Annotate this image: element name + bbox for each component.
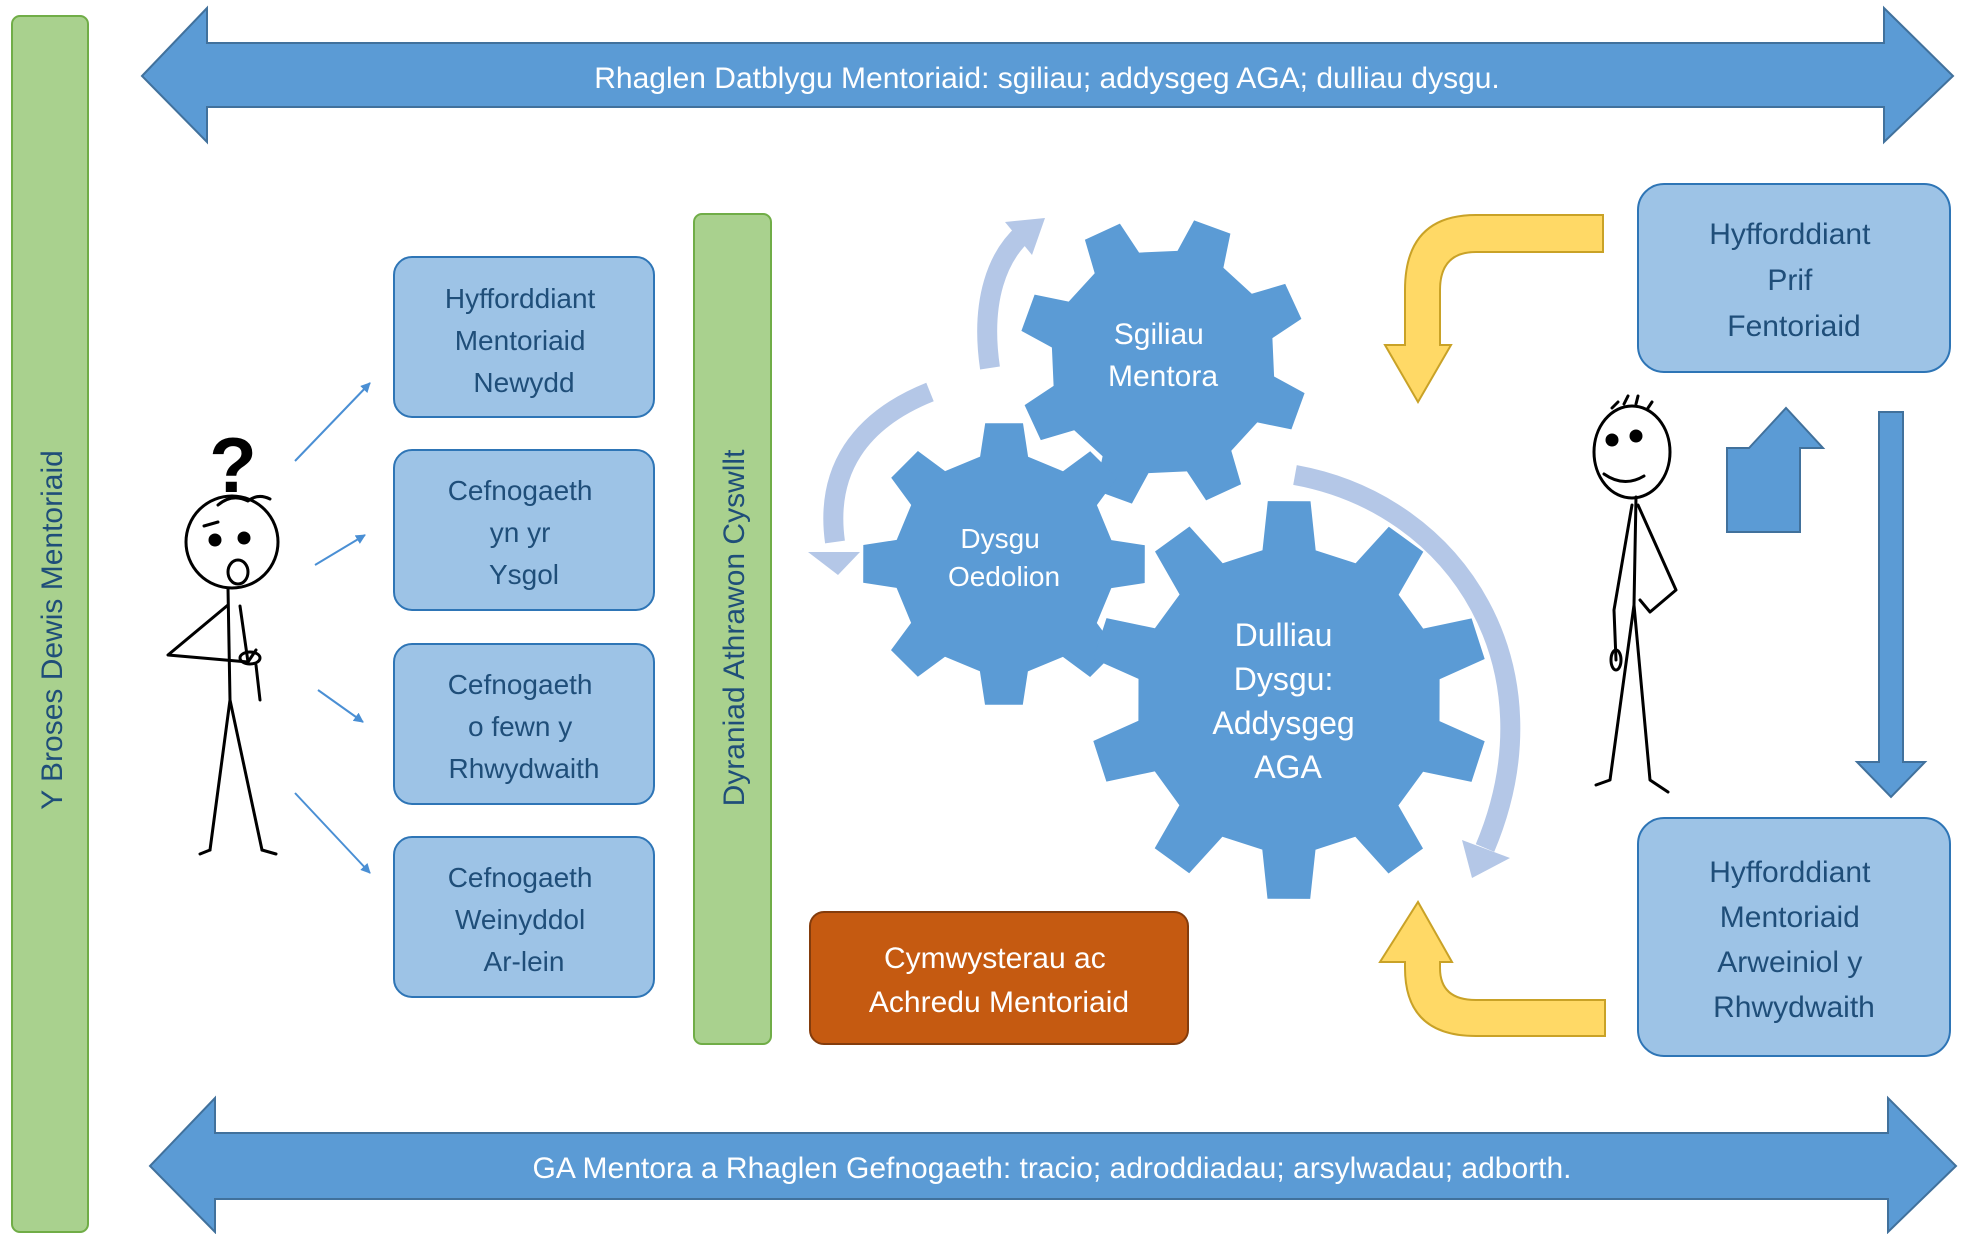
yellow-bent-arrow-bottom <box>1378 900 1606 1037</box>
lead-line: Hyfforddiant <box>1709 218 1871 251</box>
support-box-online-admin: Cefnogaeth Weinyddol Ar-lein <box>393 836 655 998</box>
box-line: Cefnogaeth <box>448 669 593 700</box>
gear-line: Dysgu <box>960 523 1039 554</box>
lead-box-lead-mentor-training: Hyfforddiant Prif Fentoriaid <box>1637 183 1951 373</box>
gear-shape <box>863 423 1145 705</box>
gear-adult-learning <box>863 423 1145 705</box>
box-line: Hyfforddiant <box>445 283 596 314</box>
blue-arrow-down <box>1854 411 1928 799</box>
support-box-in-school: Cefnogaeth yn yr Ysgol <box>393 449 655 611</box>
question-mark: ? <box>209 421 257 509</box>
selection-process-bar: Y Broses Dewis Mentoriaid <box>11 15 89 1233</box>
pointer-arrows <box>294 382 371 874</box>
qualification-line: Cymwysterau ac <box>884 942 1106 975</box>
gear-line: Dysgu: <box>1234 661 1334 697</box>
box-line: Cefnogaeth <box>448 475 593 506</box>
svg-text:Hyfforddiant Prif: Hyfforddiant Prif Fentoriaid <box>1709 218 1879 343</box>
gear-line: Dulliau <box>1235 617 1333 653</box>
svg-text:Hyfforddiant Mentoriaid: Hyfforddiant Mentoriaid Newydd <box>445 283 603 398</box>
qualification-box: Cymwysterau ac Achredu Mentoriaid <box>809 911 1189 1045</box>
cycle-arc-heads <box>808 218 1510 878</box>
support-box-network: Cefnogaeth o fewn y Rhwydwaith <box>393 643 655 805</box>
gear-adult-label: Dysgu Oedolion <box>948 523 1060 592</box>
gear-methods-label: Dulliau Dysgu: Addysgeg AGA <box>1212 617 1363 785</box>
svg-text:Hyfforddiant Mentoriaid: Hyfforddiant Mentoriaid Arweiniol y Rhwy… <box>1709 856 1879 1024</box>
box-line: Ar-lein <box>484 946 565 977</box>
box-line: Mentoriaid <box>455 325 586 356</box>
box-line: yn yr <box>490 517 551 548</box>
lead-box-network-lead-training: Hyfforddiant Mentoriaid Arweiniol y Rhwy… <box>1637 817 1951 1057</box>
allocation-label: Dyraniad Athrawon Cyswllt <box>718 449 751 806</box>
blue-l-arrow-up <box>1726 406 1826 533</box>
lead-line: Hyfforddiant <box>1709 856 1871 889</box>
lead-line: Mentoriaid <box>1720 901 1860 934</box>
svg-text:Cymwysterau ac Achredu M: Cymwysterau ac Achredu Mentoriaid <box>869 942 1129 1019</box>
svg-text:Cefnogaeth Weinyddol: Cefnogaeth Weinyddol Ar-lein <box>448 862 601 977</box>
top-double-arrow: Rhaglen Datblygu Mentoriaid: sgiliau; ad… <box>140 5 1955 145</box>
gear-line: Addysgeg <box>1212 705 1354 741</box>
gear-shape <box>1021 220 1305 504</box>
bottom-double-arrow: GA Mentora a Rhaglen Gefnogaeth: tracio;… <box>148 1095 1958 1234</box>
bottom-banner-text: GA Mentora a Rhaglen Gefnogaeth: tracio;… <box>533 1152 1572 1185</box>
gear-mentoring-skills <box>1021 220 1305 504</box>
box-line: Newydd <box>473 367 574 398</box>
confident-figure-icon <box>1592 394 1678 794</box>
lead-line: Rhwydwaith <box>1713 991 1875 1024</box>
box-line: Ysgol <box>489 559 559 590</box>
support-box-new-mentor-training: Hyfforddiant Mentoriaid Newydd <box>393 256 655 418</box>
gear-skills-label: Sgiliau Mentora <box>1108 318 1218 393</box>
box-line: o fewn y <box>468 711 572 742</box>
gear-line: AGA <box>1254 749 1322 785</box>
box-line: Weinyddol <box>455 904 585 935</box>
allocation-bar: Dyraniad Athrawon Cyswllt <box>693 213 772 1045</box>
gear-learning-methods <box>1093 501 1485 899</box>
lead-line: Prif <box>1767 264 1813 297</box>
svg-text:Cefnogaeth yn yr Y: Cefnogaeth yn yr Ysgol <box>448 475 601 590</box>
lead-line: Fentoriaid <box>1727 310 1860 343</box>
box-line: Cefnogaeth <box>448 862 593 893</box>
yellow-bent-arrow-top <box>1383 214 1604 404</box>
gear-line: Mentora <box>1108 360 1218 393</box>
selection-process-label: Y Broses Dewis Mentoriaid <box>36 450 69 810</box>
thinking-figure-icon: ? <box>166 421 280 856</box>
lead-line: Arweiniol y <box>1717 946 1862 979</box>
gear-line: Sgiliau <box>1114 318 1204 351</box>
top-banner-text: Rhaglen Datblygu Mentoriaid: sgiliau; ad… <box>594 62 1500 95</box>
gear-line: Oedolion <box>948 561 1060 592</box>
svg-text:Cefnogaeth o fewn y: Cefnogaeth o fewn y Rhwydwaith <box>448 669 601 784</box>
qualification-line: Achredu Mentoriaid <box>869 986 1129 1019</box>
box-line: Rhwydwaith <box>449 753 600 784</box>
gear-shape <box>1093 501 1485 899</box>
cycle-arc-arrows <box>823 224 1521 852</box>
